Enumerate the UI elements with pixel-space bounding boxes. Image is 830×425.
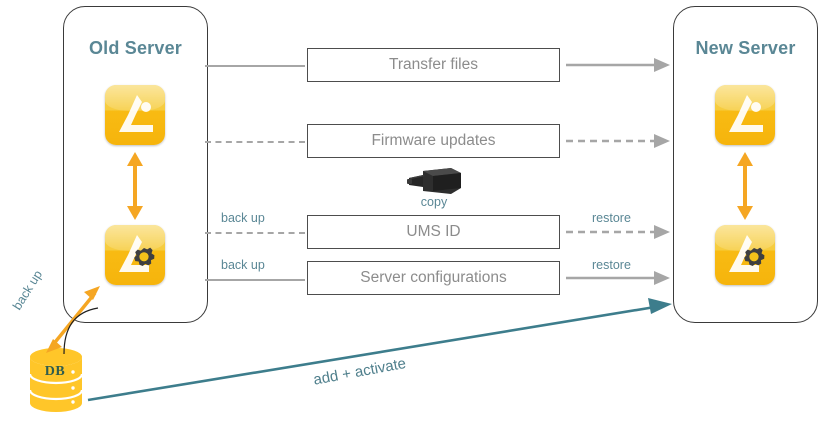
server-config-restore-label: restore xyxy=(592,258,631,272)
ums-id-box[interactable]: UMS ID xyxy=(307,215,560,249)
new-server-sync-arrow xyxy=(730,152,760,225)
console-glyph-icon xyxy=(729,95,763,132)
ums-id-label: UMS ID xyxy=(406,223,461,240)
server-config-backup-label: back up xyxy=(221,258,265,272)
ums-id-restore-label: restore xyxy=(592,211,631,225)
server-configurations-label: Server configurations xyxy=(360,269,507,286)
transfer-files-label: Transfer files xyxy=(388,56,478,73)
firmware-updates-left-connector xyxy=(205,141,305,143)
console-gear-glyph-icon xyxy=(119,235,155,272)
ums-id-left-connector xyxy=(205,232,305,234)
ums-id-right-arrow xyxy=(566,223,674,248)
server-configurations-box[interactable]: Server configurations xyxy=(307,261,560,295)
new-server-config-app-icon xyxy=(715,225,775,285)
old-server-title: Old Server xyxy=(88,38,183,58)
server-config-right-arrow xyxy=(566,269,674,294)
copy-label: copy xyxy=(420,195,448,209)
transfer-files-right-arrow xyxy=(566,56,674,81)
firmware-updates-box[interactable]: Firmware updates xyxy=(307,124,560,158)
server-config-left-connector xyxy=(205,279,305,281)
old-server-sync-arrow xyxy=(120,152,150,225)
new-server-title: New Server xyxy=(695,38,796,58)
ums-id-backup-label: back up xyxy=(221,211,265,225)
transfer-files-box[interactable]: Transfer files xyxy=(307,48,560,82)
new-server-console-app-icon xyxy=(715,85,775,145)
database-cylinder-icon xyxy=(27,347,85,417)
firmware-updates-label: Firmware updates xyxy=(371,132,496,149)
add-activate-label: add + activate xyxy=(312,354,408,389)
console-glyph-icon xyxy=(119,95,153,132)
old-server-console-app-icon xyxy=(105,85,165,145)
transfer-files-left-connector xyxy=(205,65,305,67)
old-server-config-app-icon xyxy=(105,225,165,285)
firmware-updates-right-arrow xyxy=(566,132,674,157)
database-label: DB xyxy=(44,364,66,379)
console-gear-glyph-icon xyxy=(729,235,765,272)
usb-adapter-icon xyxy=(403,165,465,202)
database-backup-arrow xyxy=(40,280,112,363)
